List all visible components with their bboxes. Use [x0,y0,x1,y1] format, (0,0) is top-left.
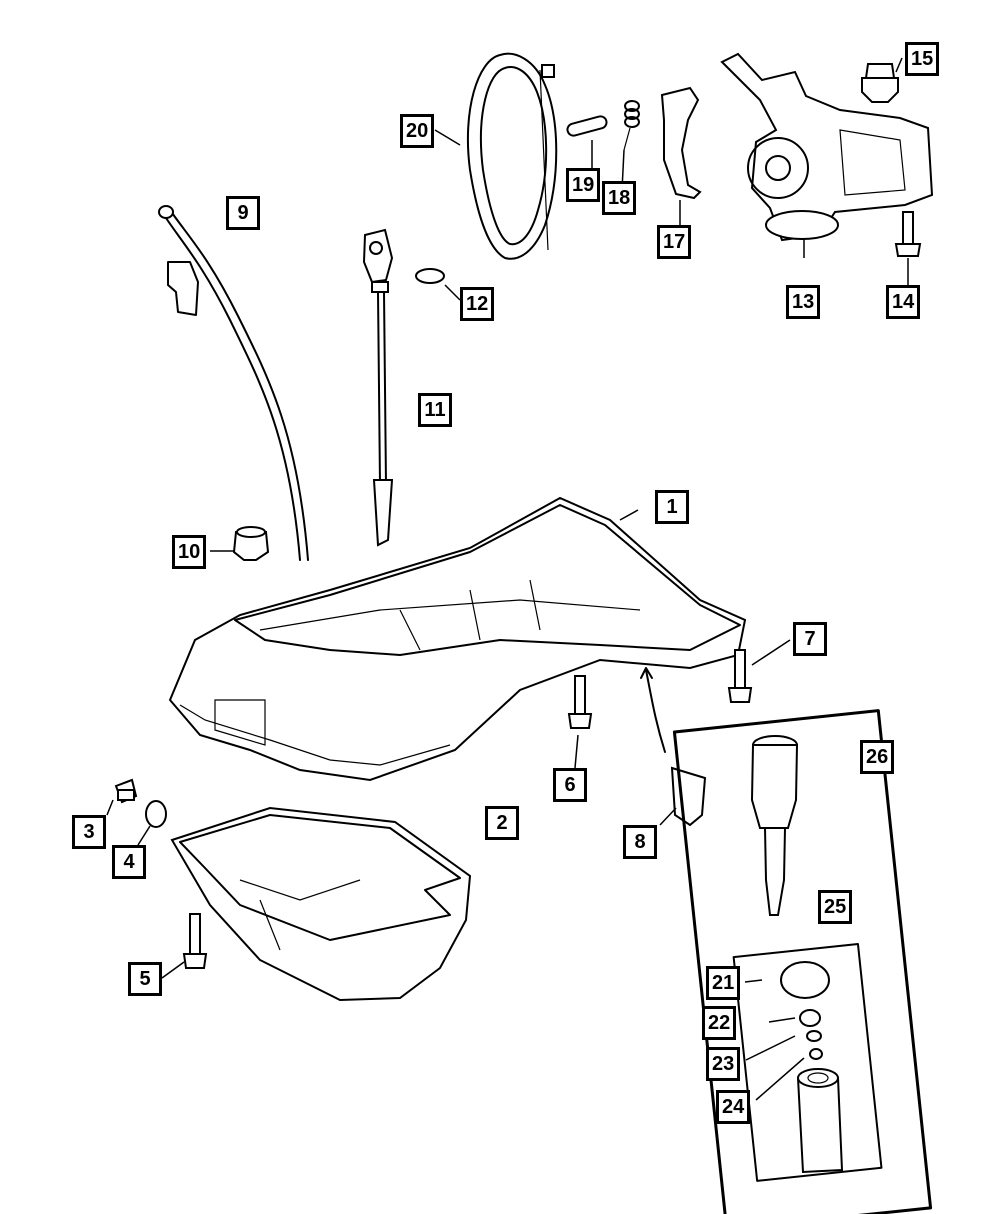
tensioner-spring [623,100,640,151]
o-ring [415,268,445,284]
callout-10[interactable]: 10 [172,535,207,569]
lower-oil-pan [170,806,472,1002]
callout-21[interactable]: 21 [706,966,741,1000]
callout-26[interactable]: 26 [860,740,895,774]
upper-oil-pan [168,496,747,782]
callout-12[interactable]: 12 [460,287,495,321]
callout-22[interactable]: 22 [702,1006,737,1040]
o-ring [780,961,830,999]
filter-housing [750,735,799,916]
o-ring [806,1030,822,1042]
filter-parts-box [732,943,883,1182]
o-ring [809,1048,823,1060]
filter-element [796,1068,844,1174]
callout-23[interactable]: 23 [706,1047,741,1081]
callout-6[interactable]: 6 [553,768,587,802]
oil-pump [720,52,934,242]
washer [145,800,167,828]
o-ring [799,1009,821,1027]
callout-4[interactable]: 4 [112,845,146,879]
callout-3[interactable]: 3 [72,815,106,849]
plug [861,63,899,103]
callout-11[interactable]: 11 [418,393,452,427]
dipstick [362,228,394,547]
bolt [567,675,593,729]
callout-18[interactable]: 18 [602,181,637,215]
filter-kit-outline [672,709,933,1214]
callout-5[interactable]: 5 [128,962,162,996]
callout-20[interactable]: 20 [400,114,435,148]
timing-chain [466,52,558,260]
callout-13[interactable]: 13 [786,285,821,319]
callout-15[interactable]: 15 [905,42,940,76]
bolt [182,913,208,969]
bolt [727,649,753,703]
callout-25[interactable]: 25 [818,890,853,924]
cover [640,667,707,827]
plug [232,526,270,561]
leader-lines [106,57,909,1101]
tensioner-rail [660,86,702,200]
callout-14[interactable]: 14 [886,285,921,319]
callout-19[interactable]: 19 [566,168,601,202]
dipstick-tube [158,205,309,561]
pin [566,115,608,137]
callout-8[interactable]: 8 [623,825,657,859]
callout-1[interactable]: 1 [655,490,689,524]
callout-2[interactable]: 2 [485,806,519,840]
bolt [894,211,922,257]
callout-24[interactable]: 24 [716,1090,751,1124]
callout-17[interactable]: 17 [657,225,692,259]
drain-plug [114,778,138,804]
callout-9[interactable]: 9 [226,196,260,230]
callout-7[interactable]: 7 [793,622,827,656]
